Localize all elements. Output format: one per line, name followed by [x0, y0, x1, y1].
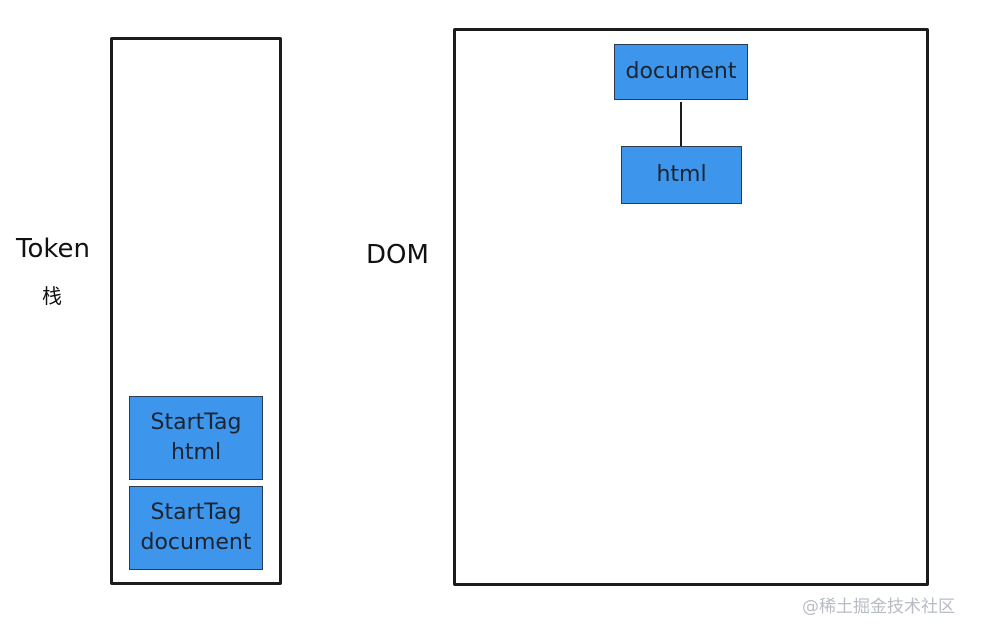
- dom-label: DOM: [366, 240, 429, 270]
- stack-item-line1: StartTag: [150, 500, 242, 526]
- stack-item-starttag-html: StartTag html: [129, 396, 263, 480]
- dom-node-html: html: [621, 146, 742, 204]
- stack-item-line1: StartTag: [150, 410, 242, 436]
- stack-label: 栈: [42, 284, 62, 308]
- dom-node-label: html: [656, 162, 707, 188]
- dom-node-label: document: [625, 59, 737, 85]
- stack-item-line2: html: [170, 440, 222, 465]
- token-label: Token: [16, 234, 90, 264]
- dom-node-document: document: [614, 44, 748, 100]
- dom-tree-frame: [453, 28, 929, 586]
- stack-item-line2: document: [140, 530, 252, 555]
- dom-edge-document-html: [680, 102, 682, 146]
- stack-item-starttag-document: StartTag document: [129, 486, 263, 570]
- watermark: @稀土掘金技术社区: [802, 597, 955, 617]
